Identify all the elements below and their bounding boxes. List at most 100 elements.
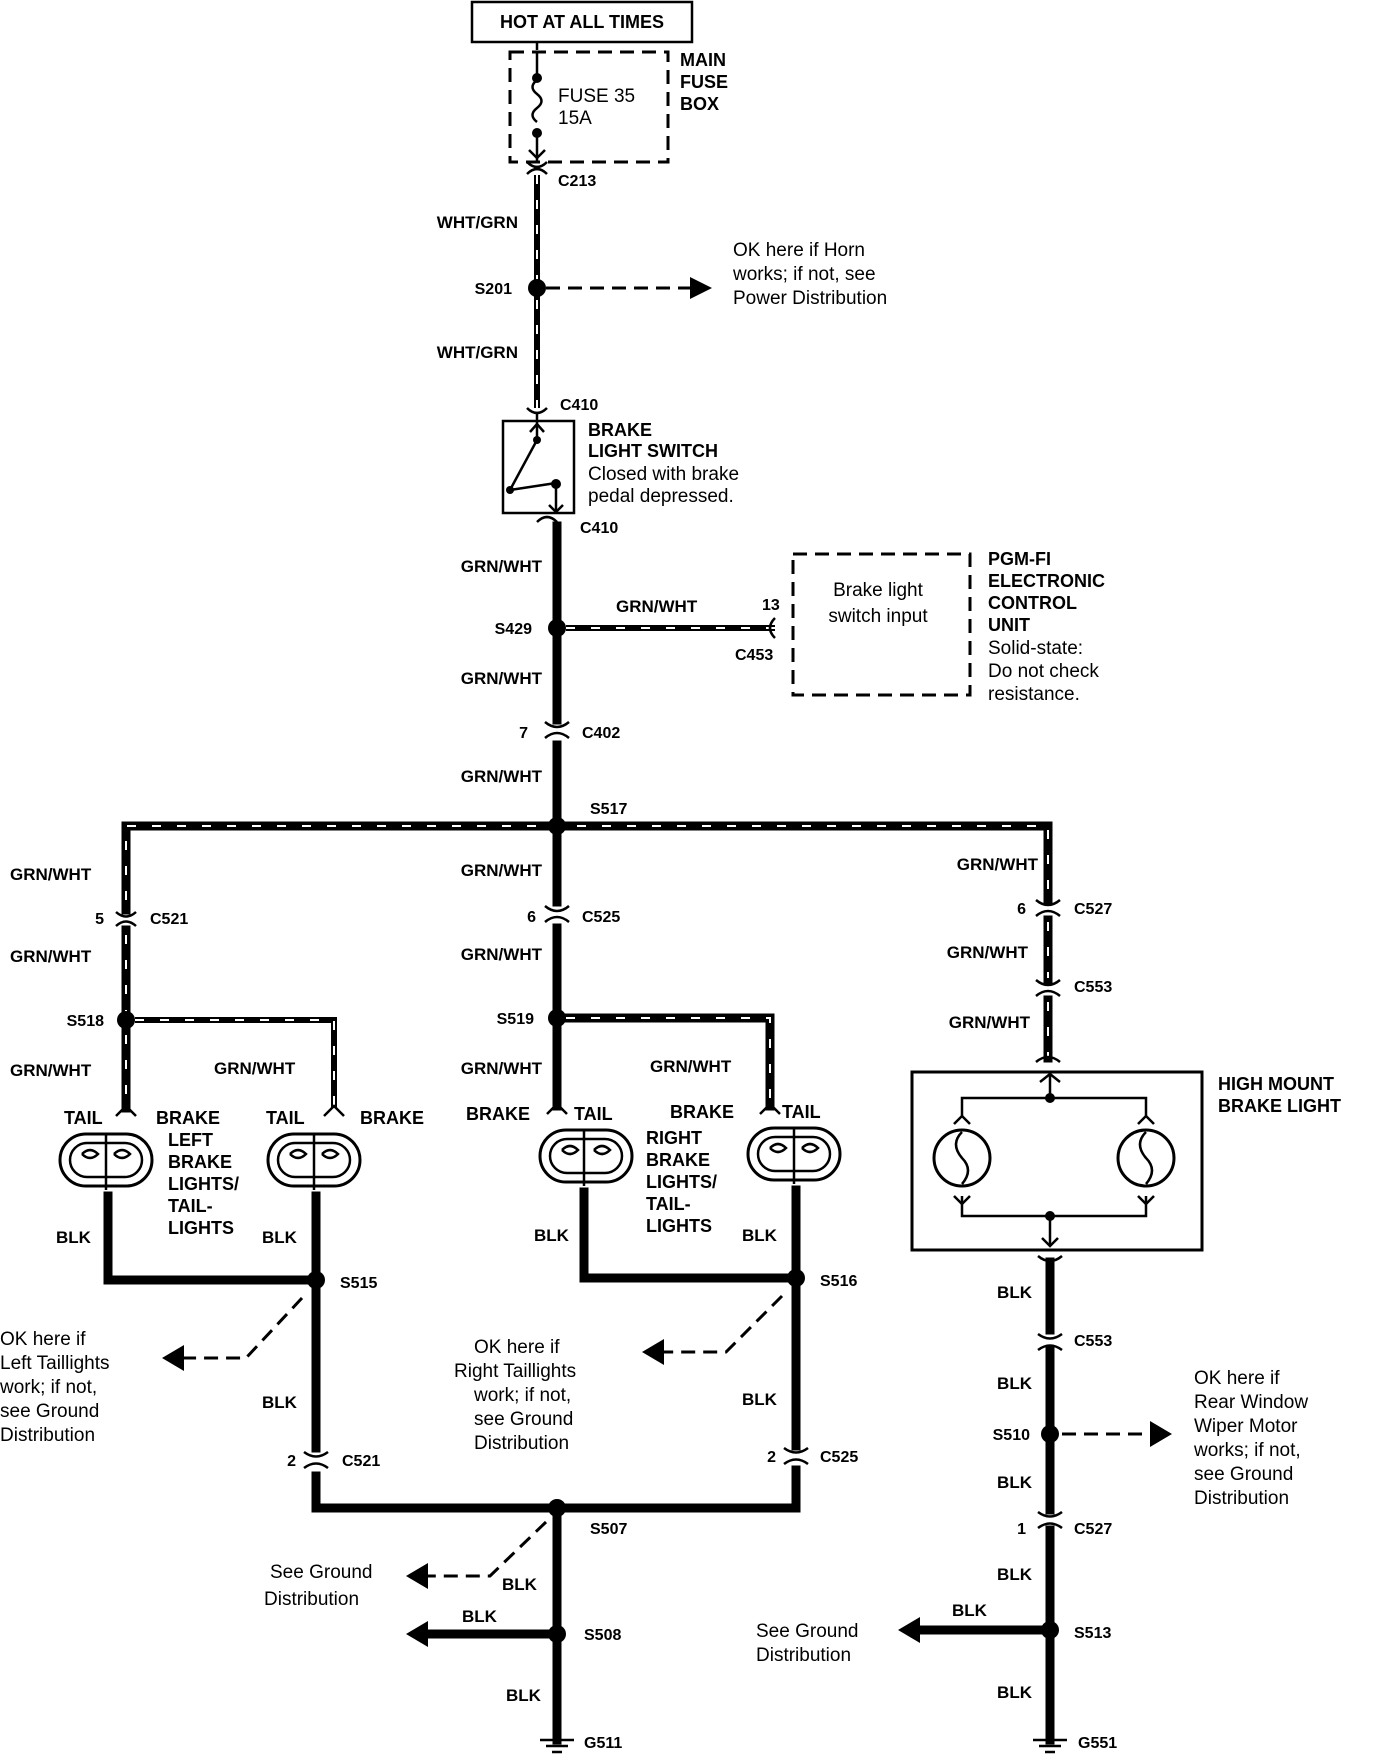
svg-text:S510: S510 <box>993 1427 1030 1444</box>
svg-text:5: 5 <box>95 911 104 928</box>
svg-text:TAIL: TAIL <box>782 1102 821 1122</box>
splice-s507 <box>548 1499 566 1517</box>
svg-text:Distribution: Distribution <box>474 1433 569 1454</box>
svg-text:1: 1 <box>1017 1521 1026 1538</box>
wire-label-grn-wht-2: GRN/WHT <box>461 669 543 688</box>
high-mount-label: HIGH MOUNT <box>1218 1074 1334 1094</box>
connector-c213: C213 <box>526 161 596 190</box>
svg-text:works; if not, see: works; if not, see <box>732 264 876 285</box>
splice-s510 <box>1041 1425 1059 1443</box>
main-fuse-box: FUSE 35 15A <box>508 50 670 164</box>
splice-s518 <box>117 1011 135 1029</box>
ground-arrow-left-tail <box>162 1296 304 1371</box>
svg-text:works; if not,: works; if not, <box>1193 1440 1301 1461</box>
svg-text:see Ground: see Ground <box>1194 1464 1293 1485</box>
connector-c553-bottom: C553 <box>1037 1332 1112 1352</box>
wire-label-grn-wht-mid-2: GRN/WHT <box>461 945 543 964</box>
wire-label-grn-wht-1: GRN/WHT <box>461 557 543 576</box>
svg-text:7: 7 <box>519 725 528 742</box>
svg-text:pedal depressed.: pedal depressed. <box>588 486 734 507</box>
wire-label-blk-hm-4: BLK <box>997 1565 1033 1584</box>
svg-text:FUSE: FUSE <box>680 72 728 92</box>
left-lamp-group-label: LEFT <box>168 1130 213 1150</box>
wire-label-blk-s513: BLK <box>952 1601 988 1620</box>
pgm-fi-ecu-box: Brake light switch input <box>791 552 972 697</box>
wire-label-grn-wht-hm-3: GRN/WHT <box>949 1013 1031 1032</box>
svg-text:C525: C525 <box>820 1449 858 1466</box>
wire-blk-left-lamps <box>103 1191 562 1513</box>
ground-arrow-right-tail <box>642 1294 784 1365</box>
left-lamp-2 <box>266 1104 362 1190</box>
splice-s517 <box>548 817 566 835</box>
svg-text:C213: C213 <box>558 173 596 190</box>
wire-label-wht-grn-1: WHT/GRN <box>437 213 518 232</box>
note-see-ground-1: See Ground <box>270 1562 372 1583</box>
right-lamp-2 <box>746 1102 842 1184</box>
svg-text:BRAKE: BRAKE <box>646 1150 710 1170</box>
svg-text:Right Taillights: Right Taillights <box>454 1361 576 1382</box>
svg-text:C527: C527 <box>1074 1521 1112 1538</box>
svg-text:C525: C525 <box>582 909 620 926</box>
ecu-description: Solid-state: <box>988 638 1083 659</box>
svg-text:TAIL-: TAIL- <box>168 1196 213 1216</box>
ground-g511-label: G511 <box>584 1735 622 1752</box>
svg-text:TAIL: TAIL <box>64 1108 103 1128</box>
main-fuse-box-label: MAIN <box>680 50 726 70</box>
wire-s519-right <box>561 1013 775 1111</box>
ground-g551-symbol <box>1033 1738 1067 1754</box>
wire-label-grn-wht-left-3: GRN/WHT <box>10 1061 92 1080</box>
wire-label-grn-wht-left-4: GRN/WHT <box>214 1059 296 1078</box>
svg-text:see Ground: see Ground <box>474 1409 573 1430</box>
left-lamp-1 <box>58 1104 154 1190</box>
wire-to-ecu <box>566 617 776 639</box>
wire-label-blk-hm-1: BLK <box>997 1283 1033 1302</box>
svg-text:C527: C527 <box>1074 901 1112 918</box>
wire-label-blk-g511: BLK <box>506 1686 542 1705</box>
wire-label-blk-l2: BLK <box>262 1228 298 1247</box>
wire-label-blk-hm-3: BLK <box>997 1473 1033 1492</box>
svg-text:S517: S517 <box>590 801 627 818</box>
svg-text:S513: S513 <box>1074 1625 1111 1642</box>
wire-label-grn-wht-3: GRN/WHT <box>461 767 543 786</box>
svg-text:BOX: BOX <box>680 94 719 114</box>
svg-text:C410: C410 <box>560 397 598 414</box>
svg-text:CONTROL: CONTROL <box>988 593 1077 613</box>
wire-label-blk-hm-2: BLK <box>997 1374 1033 1393</box>
svg-text:TAIL: TAIL <box>266 1108 305 1128</box>
wire-label-blk-hm-5: BLK <box>997 1683 1033 1702</box>
svg-text:TAIL-: TAIL- <box>646 1194 691 1214</box>
wire-s518-right-lamp <box>135 1017 337 1108</box>
wire-blk-right-lamps <box>552 1185 801 1513</box>
wire-label-grn-wht-mid-3: GRN/WHT <box>461 1059 543 1078</box>
svg-text:6: 6 <box>527 909 536 926</box>
brake-light-switch <box>501 412 576 515</box>
svg-text:S515: S515 <box>340 1275 377 1292</box>
ecu-input-label: Brake light <box>833 580 923 601</box>
ground-arrow-s508 <box>406 1621 553 1647</box>
svg-text:Rear Window: Rear Window <box>1194 1392 1308 1413</box>
splice-s429 <box>548 619 566 637</box>
svg-text:resistance.: resistance. <box>988 684 1080 705</box>
high-mount-brake-light <box>910 1070 1204 1252</box>
svg-text:Distribution: Distribution <box>756 1645 851 1666</box>
wire-label-blk-s508: BLK <box>462 1607 498 1626</box>
svg-text:LIGHTS: LIGHTS <box>168 1218 234 1238</box>
svg-text:C521: C521 <box>150 911 188 928</box>
wire-label-grn-wht-mid-4: GRN/WHT <box>650 1057 732 1076</box>
svg-text:LIGHTS/: LIGHTS/ <box>168 1174 239 1194</box>
svg-text:Distribution: Distribution <box>0 1425 95 1446</box>
ground-g551-label: G551 <box>1078 1735 1117 1752</box>
ground-arrow-s513 <box>898 1617 1045 1643</box>
svg-text:C410: C410 <box>580 520 618 537</box>
connector-c521-top: 5 C521 <box>95 911 188 928</box>
wire-label-blk-l1: BLK <box>56 1228 92 1247</box>
ecu-title: PGM-FI <box>988 549 1051 569</box>
wire-label-grn-wht-hm-1: GRN/WHT <box>957 855 1039 874</box>
connector-c453: C453 <box>735 647 773 664</box>
svg-text:Do not check: Do not check <box>988 661 1099 682</box>
splice-s515 <box>307 1271 325 1289</box>
connector-c553-top: C553 <box>1035 979 1112 997</box>
svg-text:S518: S518 <box>67 1013 104 1030</box>
svg-text:2: 2 <box>287 1453 296 1470</box>
